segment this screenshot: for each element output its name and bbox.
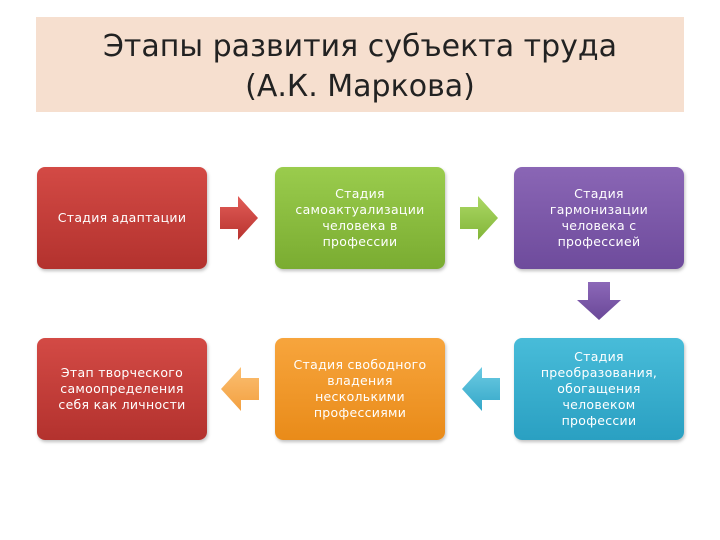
stage-transformation-label: Стадия преобразования, обогащения челове… <box>540 349 658 428</box>
stage-harmonization-label: Стадия гармонизации человека с профессие… <box>549 186 649 249</box>
stage-transformation: Стадия преобразования, обогащения челове… <box>514 338 684 440</box>
stage-multiple-professions-label: Стадия свободного владения несколькими п… <box>293 357 427 420</box>
stage-adaptation-label: Стадия адаптации <box>57 210 187 225</box>
stage-adaptation: Стадия адаптации <box>37 167 207 269</box>
stage-self-actualization: Стадия самоактуализации человека в профе… <box>275 167 445 269</box>
stage-multiple-professions: Стадия свободного владения несколькими п… <box>275 338 445 440</box>
arrow-right-icon <box>220 196 258 240</box>
title-box: Этапы развития субъекта труда (А.К. Марк… <box>36 17 684 112</box>
stage-harmonization: Стадия гармонизации человека с профессие… <box>514 167 684 269</box>
arrow-left-icon <box>221 367 259 411</box>
arrow-right-icon <box>460 196 498 240</box>
stage-self-actualization-label: Стадия самоактуализации человека в профе… <box>295 186 425 249</box>
slide-subtitle: (А.К. Маркова) <box>245 69 475 104</box>
arrow-down-icon <box>577 282 621 320</box>
slide-title: Этапы развития субъекта труда <box>102 29 618 64</box>
arrow-left-icon <box>462 367 500 411</box>
stage-creative-self-determination: Этап творческого самоопределения себя ка… <box>37 338 207 440</box>
stage-creative-self-determination-label: Этап творческого самоопределения себя ка… <box>58 365 186 412</box>
